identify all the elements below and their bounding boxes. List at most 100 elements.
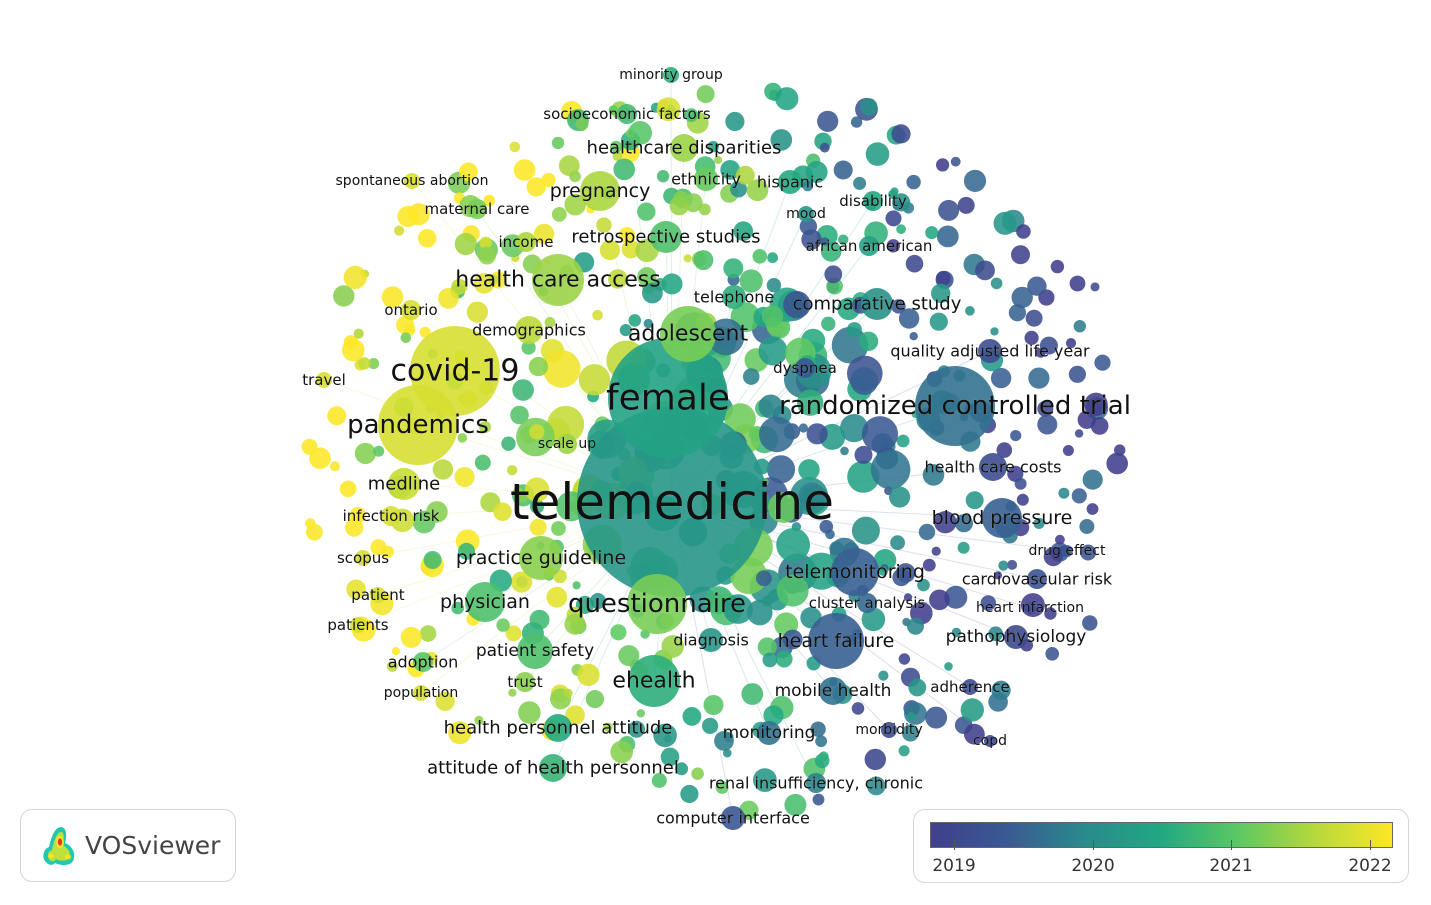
keyword-bubble[interactable]	[510, 405, 529, 425]
keyword-label[interactable]: disability	[839, 192, 907, 211]
keyword-bubble[interactable]	[759, 416, 795, 453]
keyword-bubble[interactable]	[776, 574, 809, 607]
keyword-bubble[interactable]	[714, 731, 734, 751]
keyword-bubble[interactable]	[798, 423, 809, 433]
keyword-bubble[interactable]	[1027, 569, 1047, 589]
keyword-label[interactable]: randomized controlled trial	[779, 391, 1131, 422]
keyword-bubble[interactable]	[810, 721, 826, 737]
keyword-bubble[interactable]	[368, 358, 380, 370]
keyword-label[interactable]: african american	[805, 237, 933, 256]
keyword-bubble[interactable]	[529, 518, 547, 536]
keyword-bubble[interactable]	[401, 300, 421, 320]
keyword-bubble[interactable]	[627, 574, 687, 634]
keyword-bubble[interactable]	[575, 117, 589, 131]
keyword-bubble[interactable]	[820, 241, 842, 262]
keyword-label[interactable]: computer interface	[656, 808, 810, 828]
keyword-bubble[interactable]	[851, 516, 880, 545]
keyword-bubble[interactable]	[466, 301, 488, 323]
keyword-bubble[interactable]	[885, 210, 902, 227]
keyword-bubble[interactable]	[578, 364, 611, 396]
keyword-bubble[interactable]	[747, 599, 773, 626]
keyword-bubble[interactable]	[451, 601, 465, 615]
keyword-bubble[interactable]	[661, 273, 683, 295]
keyword-bubble[interactable]	[1016, 493, 1029, 506]
keyword-label[interactable]: travel	[302, 371, 346, 390]
keyword-bubble[interactable]	[1011, 245, 1030, 265]
keyword-bubble[interactable]	[596, 217, 612, 233]
keyword-bubble[interactable]	[653, 723, 677, 748]
keyword-bubble[interactable]	[419, 326, 431, 338]
keyword-bubble[interactable]	[735, 165, 755, 185]
keyword-bubble[interactable]	[818, 751, 829, 762]
keyword-bubble[interactable]	[1007, 559, 1018, 570]
keyword-bubble[interactable]	[723, 258, 744, 279]
keyword-bubble[interactable]	[386, 660, 398, 672]
keyword-bubble[interactable]	[397, 205, 419, 228]
keyword-bubble[interactable]	[448, 721, 472, 745]
keyword-bubble[interactable]	[1044, 607, 1057, 620]
keyword-bubble[interactable]	[888, 189, 898, 199]
keyword-bubble[interactable]	[996, 442, 1013, 458]
keyword-bubble[interactable]	[1043, 547, 1063, 567]
keyword-bubble[interactable]	[673, 190, 689, 206]
keyword-bubble[interactable]	[864, 748, 886, 771]
keyword-bubble[interactable]	[993, 211, 1017, 235]
keyword-label[interactable]: physician	[440, 591, 530, 614]
keyword-bubble[interactable]	[954, 514, 974, 533]
keyword-bubble[interactable]	[962, 679, 978, 695]
keyword-bubble[interactable]	[918, 523, 936, 541]
keyword-bubble[interactable]	[526, 177, 546, 197]
keyword-label[interactable]: healthcare disparities	[586, 137, 782, 159]
keyword-bubble[interactable]	[820, 237, 829, 246]
keyword-bubble[interactable]	[529, 424, 545, 440]
keyword-bubble[interactable]	[798, 459, 820, 481]
keyword-label[interactable]: telephone	[694, 287, 775, 307]
keyword-label[interactable]: adolescent	[628, 321, 749, 347]
keyword-bubble[interactable]	[1025, 309, 1043, 327]
keyword-label[interactable]: quality adjusted life year	[890, 341, 1090, 361]
keyword-bubble[interactable]	[1071, 488, 1087, 504]
keyword-bubble[interactable]	[944, 662, 953, 671]
keyword-bubble[interactable]	[643, 318, 653, 329]
keyword-bubble[interactable]	[1039, 336, 1058, 355]
keyword-bubble[interactable]	[861, 607, 886, 632]
keyword-label[interactable]: retrospective studies	[571, 226, 761, 248]
keyword-bubble[interactable]	[465, 582, 505, 622]
keyword-bubble[interactable]	[564, 193, 586, 216]
keyword-label[interactable]: ehealth	[612, 668, 696, 694]
keyword-bubble[interactable]	[1024, 330, 1039, 345]
keyword-bubble[interactable]	[1080, 544, 1097, 561]
keyword-bubble[interactable]	[691, 767, 704, 780]
keyword-bubble[interactable]	[670, 134, 698, 162]
keyword-bubble[interactable]	[400, 332, 412, 344]
keyword-bubble[interactable]	[929, 312, 948, 331]
keyword-bubble[interactable]	[1074, 429, 1084, 438]
keyword-bubble[interactable]	[551, 521, 566, 536]
keyword-bubble[interactable]	[619, 324, 632, 337]
keyword-bubble[interactable]	[628, 120, 652, 145]
keyword-bubble[interactable]	[1004, 625, 1028, 649]
keyword-label[interactable]: income	[498, 233, 554, 252]
keyword-bubble[interactable]	[936, 225, 959, 248]
keyword-bubble[interactable]	[757, 637, 777, 657]
keyword-bubble[interactable]	[613, 158, 635, 181]
keyword-bubble[interactable]	[1058, 487, 1070, 499]
keyword-bubble[interactable]	[886, 239, 900, 253]
keyword-bubble[interactable]	[501, 436, 516, 451]
keyword-bubble[interactable]	[373, 445, 385, 457]
keyword-bubble[interactable]	[851, 702, 865, 715]
keyword-label[interactable]: drug effect	[1028, 543, 1106, 560]
keyword-bubble[interactable]	[529, 499, 545, 514]
keyword-bubble[interactable]	[459, 162, 478, 182]
keyword-bubble[interactable]	[569, 170, 581, 183]
keyword-bubble[interactable]	[808, 613, 864, 669]
keyword-bubble[interactable]	[1055, 534, 1065, 545]
keyword-bubble[interactable]	[628, 314, 642, 327]
keyword-bubble[interactable]	[418, 229, 437, 248]
keyword-bubble[interactable]	[965, 306, 975, 316]
keyword-bubble[interactable]	[878, 670, 889, 681]
keyword-bubble[interactable]	[404, 173, 420, 189]
keyword-bubble[interactable]	[990, 277, 1003, 290]
keyword-bubble[interactable]	[515, 672, 535, 692]
keyword-bubble[interactable]	[846, 322, 862, 338]
